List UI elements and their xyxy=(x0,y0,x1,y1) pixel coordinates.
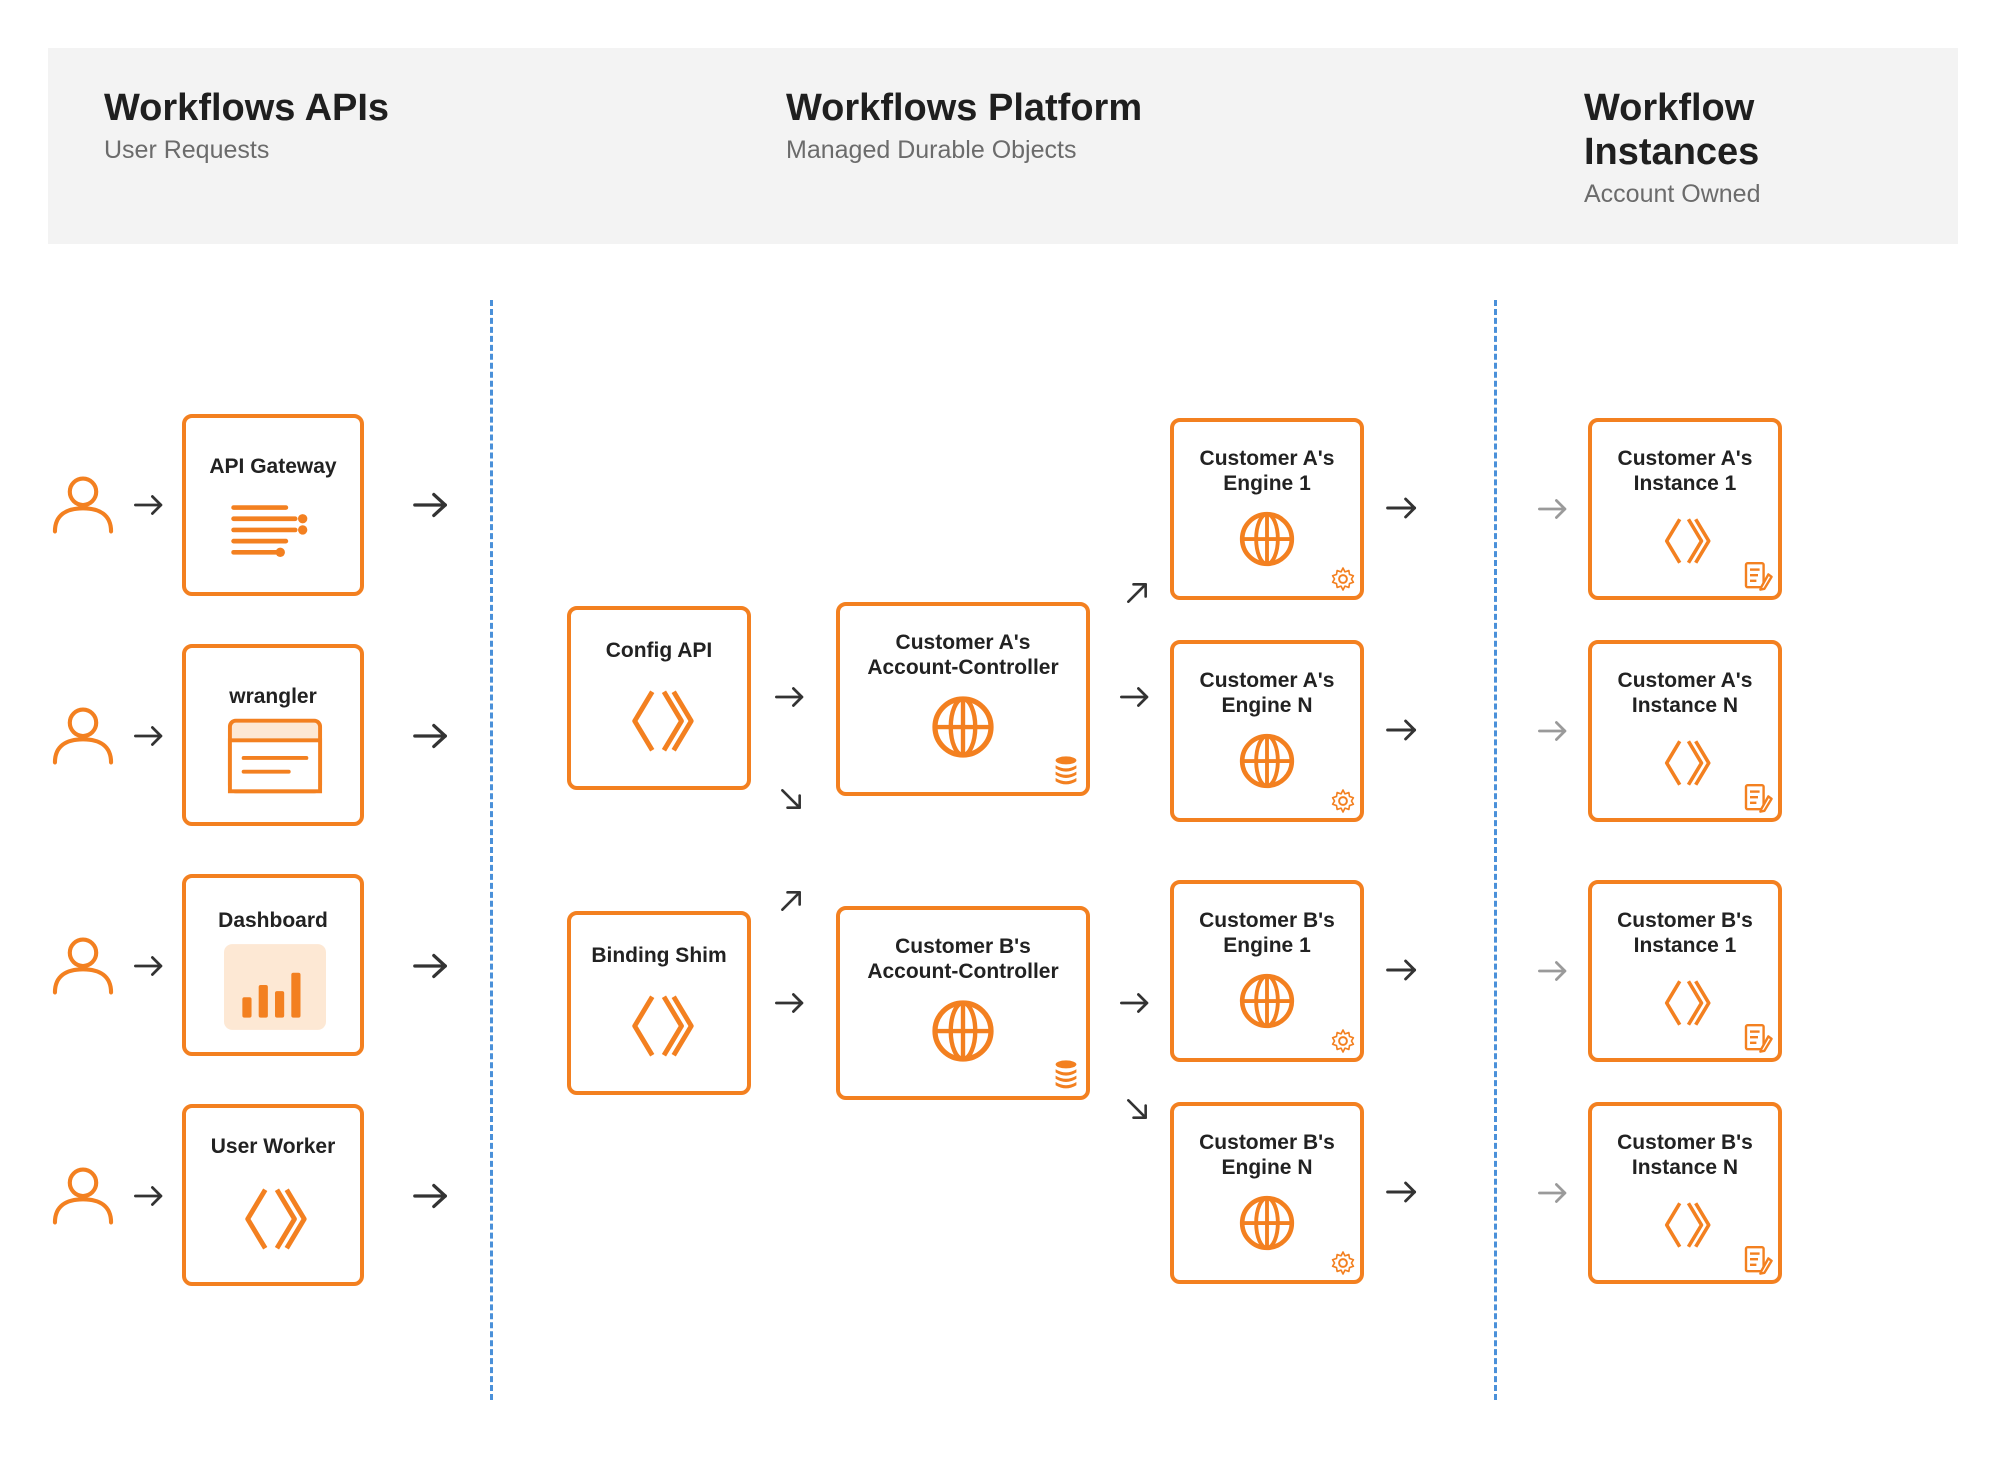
box-label: Customer B's Instance N xyxy=(1617,1131,1753,1179)
arrow-right-icon xyxy=(1536,958,1570,984)
customer-b-account-controller-box[interactable]: Customer B's Account-Controller xyxy=(836,906,1090,1100)
wrangler-box[interactable]: wrangler xyxy=(182,644,364,826)
arrow-up-right-icon xyxy=(778,888,804,914)
globe-icon xyxy=(928,996,998,1066)
customer-a-instance-1-box[interactable]: Customer A's Instance 1 xyxy=(1588,418,1782,600)
arrow-right-icon xyxy=(1384,956,1420,984)
database-icon xyxy=(1050,1058,1082,1090)
box-label: Customer A's Engine N xyxy=(1199,669,1335,717)
globe-icon xyxy=(1236,508,1298,570)
box-label: Binding Shim xyxy=(591,944,727,967)
worker-icon xyxy=(1658,974,1716,1032)
worker-icon xyxy=(623,682,701,760)
column-subtitle-platform: Managed Durable Objects xyxy=(786,136,1077,164)
box-label: wrangler xyxy=(229,685,317,708)
arrow-right-icon xyxy=(412,490,450,520)
user-icon xyxy=(50,472,116,538)
worker-icon xyxy=(1658,734,1716,792)
gear-icon xyxy=(1330,566,1356,592)
box-label: Customer A's Instance N xyxy=(1617,669,1753,717)
edit-document-icon xyxy=(1742,1022,1774,1054)
arrow-right-icon xyxy=(132,723,166,749)
config-api-box[interactable]: Config API xyxy=(567,606,751,790)
arrow-right-icon xyxy=(132,953,166,979)
user-icon xyxy=(50,933,116,999)
arrow-down-right-icon xyxy=(778,786,804,812)
gear-icon xyxy=(1330,788,1356,814)
user-worker-box[interactable]: User Worker xyxy=(182,1104,364,1286)
arrow-right-icon xyxy=(1536,496,1570,522)
arrow-right-icon xyxy=(1536,718,1570,744)
gear-icon xyxy=(1330,1250,1356,1276)
arrow-right-icon xyxy=(1384,1178,1420,1206)
header-band xyxy=(48,48,1958,244)
database-icon xyxy=(1050,754,1082,786)
arrow-up-right-icon xyxy=(1124,580,1150,606)
globe-icon xyxy=(1236,1192,1298,1254)
window-icon xyxy=(226,716,324,796)
worker-icon xyxy=(236,1180,314,1258)
worker-icon xyxy=(623,987,701,1065)
arrow-right-icon xyxy=(1118,684,1152,710)
globe-icon xyxy=(928,692,998,762)
divider-right xyxy=(1494,300,1497,1400)
globe-icon xyxy=(1236,730,1298,792)
dashboard-box[interactable]: Dashboard xyxy=(182,874,364,1056)
arrow-right-icon xyxy=(773,990,807,1016)
arrow-down-right-icon xyxy=(1124,1096,1150,1122)
arrow-right-icon xyxy=(1118,990,1152,1016)
box-label: User Worker xyxy=(210,1135,336,1158)
box-label: Customer B's Instance 1 xyxy=(1617,909,1753,957)
column-title-instances: Workflow Instances xyxy=(1584,87,1760,173)
box-label: Customer B's Engine 1 xyxy=(1199,909,1335,957)
bar-chart-icon xyxy=(224,944,326,1030)
user-icon xyxy=(50,1163,116,1229)
customer-b-engine-n-box[interactable]: Customer B's Engine N xyxy=(1170,1102,1364,1284)
column-title-apis: Workflows APIs xyxy=(104,87,390,129)
arrow-right-icon xyxy=(412,721,450,751)
list-icon xyxy=(228,496,312,562)
box-label: Dashboard xyxy=(218,909,328,932)
column-head-platform: Workflows Platform Managed Durable Objec… xyxy=(786,86,1142,165)
arrow-right-icon xyxy=(1384,494,1420,522)
user-icon xyxy=(50,703,116,769)
worker-icon xyxy=(1658,512,1716,570)
arrow-right-icon xyxy=(1536,1180,1570,1206)
box-label: Customer A's Instance 1 xyxy=(1617,447,1753,495)
binding-shim-box[interactable]: Binding Shim xyxy=(567,911,751,1095)
arrow-right-icon xyxy=(773,684,807,710)
arrow-right-icon xyxy=(132,1183,166,1209)
customer-b-engine-1-box[interactable]: Customer B's Engine 1 xyxy=(1170,880,1364,1062)
customer-a-account-controller-box[interactable]: Customer A's Account-Controller xyxy=(836,602,1090,796)
gear-icon xyxy=(1330,1028,1356,1054)
arrow-right-icon xyxy=(412,1181,450,1211)
box-label: Customer B's Account-Controller xyxy=(867,935,1059,983)
box-label: Customer A's Engine 1 xyxy=(1199,447,1335,495)
customer-b-instance-n-box[interactable]: Customer B's Instance N xyxy=(1588,1102,1782,1284)
column-head-instances: Workflow Instances Account Owned xyxy=(1584,86,1761,209)
edit-document-icon xyxy=(1742,560,1774,592)
column-subtitle-instances: Account Owned xyxy=(1584,180,1761,208)
arrow-right-icon xyxy=(1384,716,1420,744)
column-subtitle-apis: User Requests xyxy=(104,136,270,164)
customer-a-engine-1-box[interactable]: Customer A's Engine 1 xyxy=(1170,418,1364,600)
customer-b-instance-1-box[interactable]: Customer B's Instance 1 xyxy=(1588,880,1782,1062)
box-label: API Gateway xyxy=(209,455,337,478)
box-label: Customer B's Engine N xyxy=(1199,1131,1335,1179)
divider-left xyxy=(490,300,493,1400)
edit-document-icon xyxy=(1742,782,1774,814)
column-head-apis: Workflows APIs User Requests xyxy=(104,86,389,165)
column-title-platform: Workflows Platform xyxy=(786,87,1143,129)
edit-document-icon xyxy=(1742,1244,1774,1276)
box-label: Customer A's Account-Controller xyxy=(867,631,1059,679)
customer-a-instance-n-box[interactable]: Customer A's Instance N xyxy=(1588,640,1782,822)
worker-icon xyxy=(1658,1196,1716,1254)
arrow-right-icon xyxy=(132,492,166,518)
arrow-right-icon xyxy=(412,951,450,981)
box-label: Config API xyxy=(605,639,713,662)
customer-a-engine-n-box[interactable]: Customer A's Engine N xyxy=(1170,640,1364,822)
api-gateway-box[interactable]: API Gateway xyxy=(182,414,364,596)
globe-icon xyxy=(1236,970,1298,1032)
